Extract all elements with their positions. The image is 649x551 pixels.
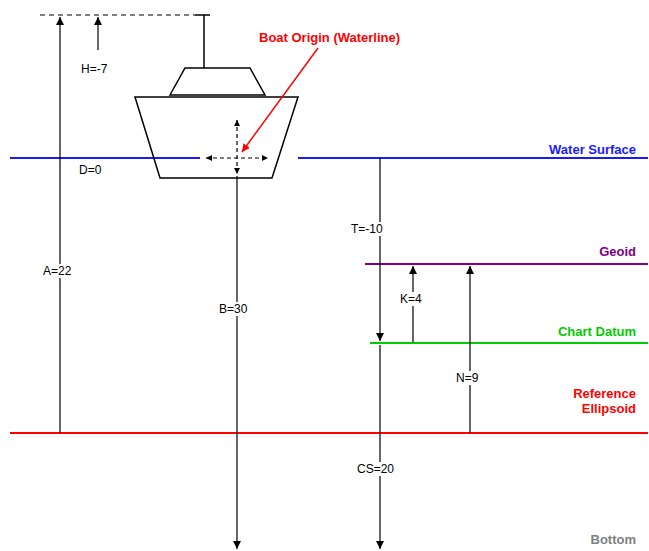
offset-label: A=22 [42, 264, 72, 278]
datum-name: Bottom [590, 532, 638, 547]
offset-label: D=0 [78, 163, 102, 177]
offset-arrow [97, 17, 98, 50]
datum-name: Water Surface [548, 142, 637, 157]
datum-name: Reference Ellipsoid [545, 386, 637, 416]
offset-arrow [236, 176, 237, 549]
datum-name: Chart Datum [557, 324, 637, 339]
mast-top [195, 14, 210, 16]
boat-cabin [170, 68, 265, 95]
leader-arrow [242, 48, 318, 152]
offset-label: H=-7 [80, 62, 108, 76]
offset-arrow [379, 158, 380, 341]
offset-label: B=30 [218, 302, 248, 316]
datum-name: Geoid [598, 244, 637, 259]
offset-arrow [469, 266, 470, 433]
offset-arrow [59, 17, 60, 433]
chart-datum-line [370, 342, 648, 344]
ellipsoid-line [10, 432, 648, 434]
offset-label: CS=20 [356, 462, 395, 476]
offset-arrow [379, 345, 380, 549]
water-surface-line [298, 157, 648, 159]
origin-axis [236, 120, 237, 174]
geoid-line [365, 263, 648, 265]
mast [203, 15, 205, 68]
callout-label: Boat Origin (Waterline) [258, 30, 401, 45]
offset-label: T=-10 [350, 222, 384, 236]
water-surface-line [10, 157, 200, 159]
offset-label: K=4 [399, 292, 423, 306]
top-reference-line [40, 15, 195, 16]
offset-label: N=9 [455, 371, 479, 385]
